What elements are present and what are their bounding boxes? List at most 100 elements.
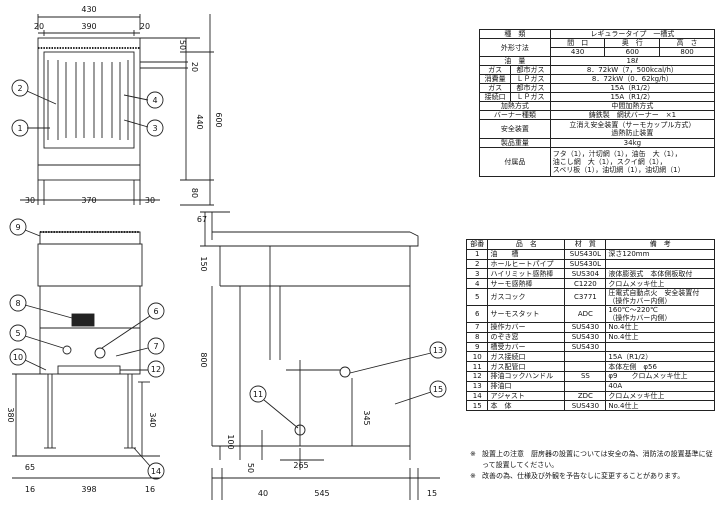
callout-11: 11	[253, 390, 263, 399]
parts-cell-mat: SUS430L	[564, 258, 607, 270]
parts-cell-mat: SUS430	[564, 400, 607, 412]
parts-cell-note: 本体左側 φ56	[605, 361, 715, 372]
parts-header-row: 部番 品 名 材 質 備 考	[465, 239, 715, 250]
parts-header: 備 考	[605, 239, 715, 250]
parts-cell-mat: SUS430	[564, 321, 607, 333]
side-dim-545: 545	[314, 489, 329, 498]
parts-cell-num: 7	[465, 321, 489, 333]
spec-sub: 都市ガス	[510, 65, 551, 75]
spec-value: 600	[604, 47, 661, 57]
spec-value: 中間加熱方式	[549, 101, 716, 111]
top-dim-50: 50	[178, 40, 187, 50]
parts-header: 品 名	[487, 239, 566, 250]
front-view	[9, 218, 165, 480]
parts-cell-num: 10	[465, 351, 489, 363]
spec-sub: 都市ガス	[510, 83, 551, 93]
spec-label: 製品重量	[479, 138, 551, 148]
callout-1: 1	[17, 124, 22, 133]
parts-cell-name: 操作カバー	[487, 321, 566, 333]
spec-label: 外形寸法	[479, 38, 551, 57]
parts-cell-num: 4	[465, 278, 489, 289]
parts-cell-num: 2	[465, 258, 489, 270]
top-dim-left-margin: 20	[34, 22, 44, 31]
spec-row-type: 種 類 レギュラータイプ 一槽式	[479, 29, 716, 39]
spec-row-safety: 安全装置 立消え安全装置（サーモカップル方式） 過熱防止装置	[479, 119, 716, 139]
note-mark: ※	[470, 472, 476, 480]
parts-header: 部番	[465, 239, 489, 250]
spec-label: 種 類	[479, 29, 551, 39]
callout-10: 10	[13, 353, 23, 362]
spec-row-gas-lp: 消費量 ＬＰガス 8．72kW（0．62kg/h）	[478, 74, 716, 84]
spec-value: 8．72kW（7，500kcal/h）	[549, 65, 716, 75]
parts-cell-name: サーモ感熱棒	[487, 278, 566, 289]
side-dim-265: 265	[293, 461, 308, 470]
parts-cell-mat: SS	[564, 370, 607, 382]
front-dim-16-left: 16	[25, 485, 35, 494]
spec-label: 加熱方式	[479, 101, 551, 111]
front-dim-340: 340	[148, 412, 157, 427]
parts-cell-note: 液体膨張式 本体側板取付	[605, 268, 715, 280]
side-view	[200, 211, 447, 500]
parts-cell-mat: SUS430	[564, 331, 607, 343]
top-dim-total: 430	[81, 5, 96, 14]
top-dim-30-left: 30	[25, 196, 35, 205]
parts-cell-num: 6	[465, 304, 489, 323]
top-dim-440: 440	[195, 114, 204, 129]
parts-cell-name: ハイリミット感熱棒	[487, 268, 566, 280]
parts-cell-name: 本 体	[487, 400, 566, 412]
parts-cell-mat: C1220	[564, 278, 607, 289]
parts-cell-num: 1	[465, 248, 489, 260]
spec-row-oil: 油 量 18ℓ	[479, 56, 716, 66]
parts-cell-num: 9	[465, 341, 489, 353]
parts-header: 材 質	[564, 239, 607, 250]
top-view	[11, 14, 214, 206]
parts-cell-note	[605, 258, 715, 270]
parts-cell-name: ガスコック	[487, 287, 566, 306]
callout-3: 3	[152, 124, 157, 133]
note-mark: ※	[470, 450, 476, 458]
side-dim-150: 150	[199, 256, 208, 271]
top-dim-30-right: 30	[145, 196, 155, 205]
spec-row-conn-lp: 接続口 ＬＰガス 15A（R1/2）	[478, 92, 716, 102]
side-dim-345: 345	[362, 410, 371, 425]
parts-cell-name: 油 槽	[487, 248, 566, 260]
spec-value: 8．72kW（0．62kg/h）	[549, 74, 716, 84]
top-dim-right-margin: 20	[140, 22, 150, 31]
top-dim-600: 600	[214, 112, 223, 127]
parts-cell-name: のぞき窓	[487, 331, 566, 343]
side-dim-100: 100	[226, 434, 235, 449]
parts-cell-note: No.4仕上	[605, 400, 715, 412]
parts-cell-num: 14	[465, 390, 489, 402]
parts-cell-num: 12	[465, 370, 489, 382]
spec-value: 34kg	[549, 138, 716, 148]
top-dim-20: 20	[190, 62, 199, 72]
side-dim-40: 40	[258, 489, 268, 498]
notes: ※ 設置上の注意 厨房器の設置については安全の為、消防法の設置基準に従って設置し…	[470, 449, 718, 482]
spec-value: 15A（R1/2）	[549, 92, 716, 102]
parts-cell-note: 160℃〜220℃ （操作カバー内側）	[605, 304, 715, 323]
front-dim-16-right: 16	[145, 485, 155, 494]
spec-row-gas-city: ガス 都市ガス 8．72kW（7，500kcal/h）	[478, 65, 716, 75]
callout-14: 14	[151, 467, 161, 476]
callout-9: 9	[15, 223, 20, 232]
parts-cell-name: ホールヒートパイプ	[487, 258, 566, 270]
spec-sub: ＬＰガス	[510, 74, 551, 84]
callout-2: 2	[17, 84, 22, 93]
spec-label: ガス	[478, 65, 512, 75]
spec-label: 安全装置	[479, 119, 551, 139]
callout-5: 5	[15, 329, 20, 338]
parts-cell-note: クロムメッキ仕上	[605, 390, 715, 402]
top-dim-80: 80	[190, 188, 199, 198]
callout-7: 7	[153, 342, 158, 351]
parts-cell-note: No.4仕上	[605, 321, 715, 333]
side-dim-67: 67	[197, 215, 207, 224]
parts-cell-note: 深さ120mm	[605, 248, 715, 260]
spec-table: 種 類 レギュラータイプ 一槽式 外形寸法 間 口 奥 行 高 さ 430 60…	[478, 29, 716, 177]
callout-6: 6	[153, 307, 158, 316]
